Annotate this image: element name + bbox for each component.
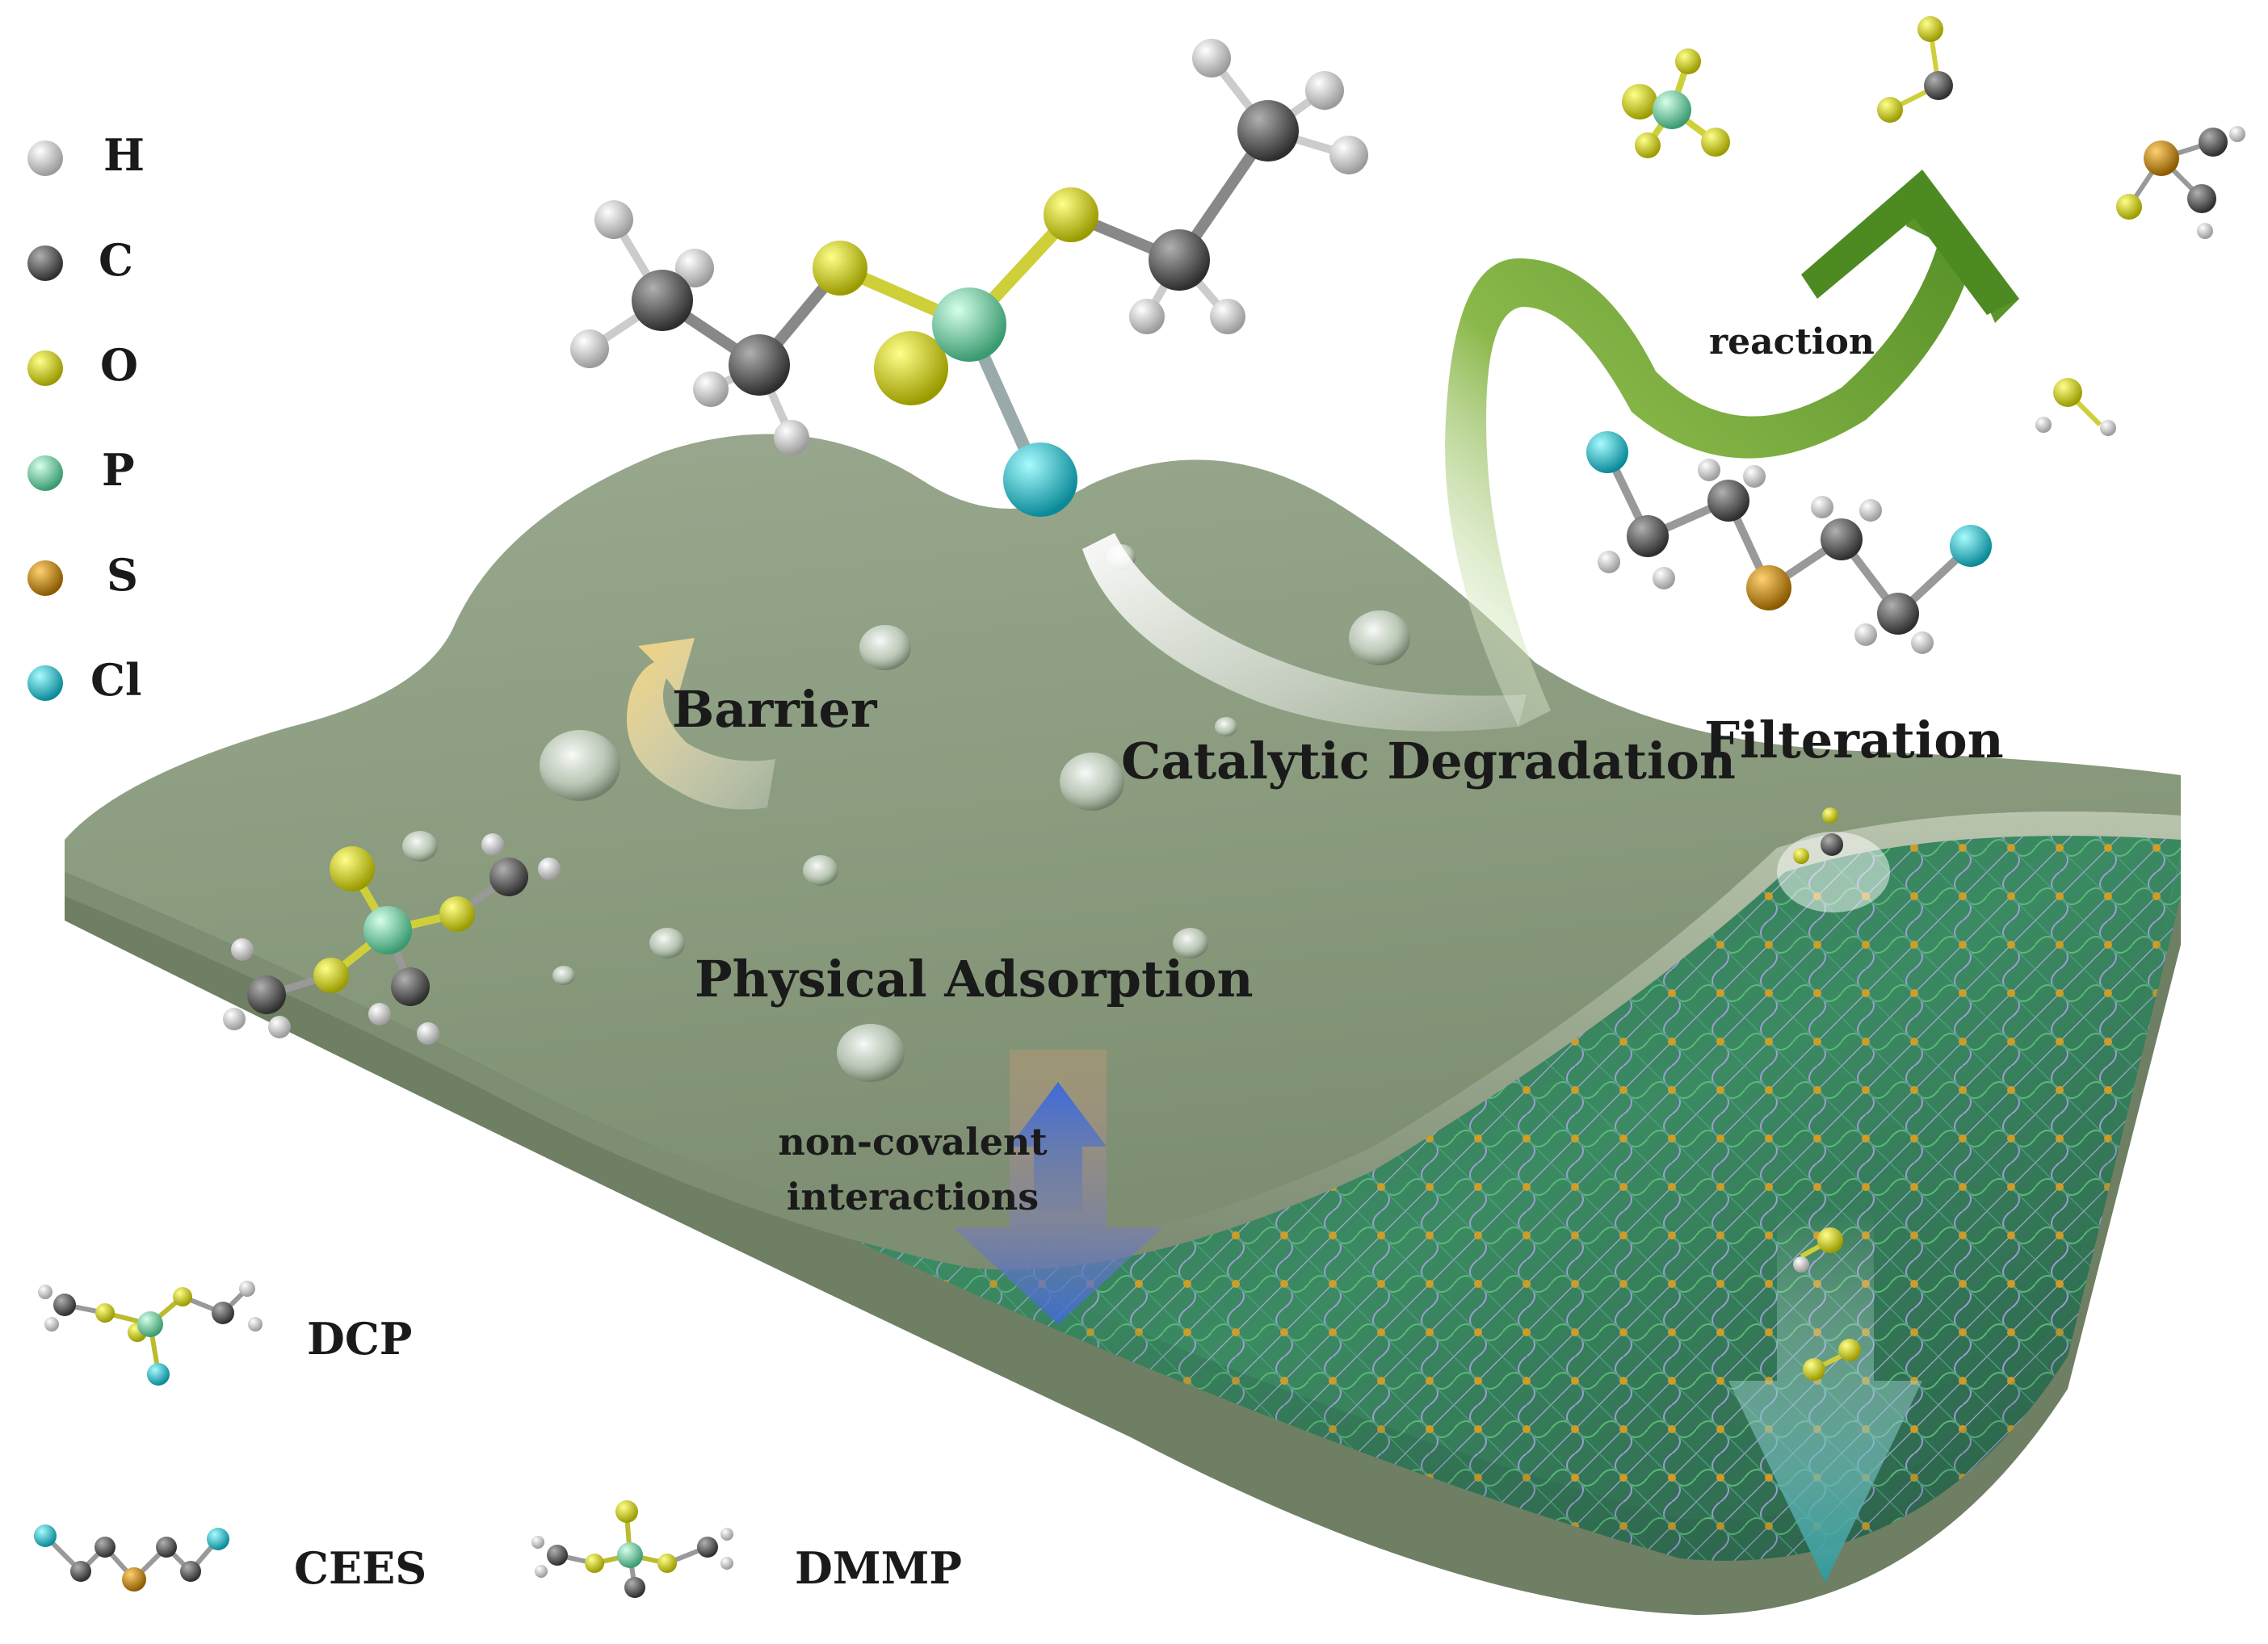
droplet bbox=[649, 928, 685, 958]
legend-p-atom bbox=[27, 455, 63, 491]
catalytic-arrow bbox=[1082, 533, 1527, 732]
legend-label-o: O bbox=[100, 339, 139, 391]
noncovalent-line2: interactions bbox=[786, 1175, 1040, 1218]
legend-label-s: S bbox=[107, 549, 138, 601]
legend-label-h: H bbox=[103, 129, 145, 181]
barrier-arrow bbox=[627, 638, 775, 810]
reaction-products bbox=[1622, 16, 2245, 436]
droplet bbox=[837, 1024, 905, 1082]
legend-c-atom bbox=[27, 245, 63, 281]
legend-h-atom bbox=[27, 140, 63, 176]
filtration-label: Filteration bbox=[1704, 711, 2004, 770]
dcp-molecule-large bbox=[570, 39, 1368, 517]
cees-label: CEES bbox=[294, 1542, 427, 1594]
legend-label-p: P bbox=[102, 444, 135, 496]
dmmp-label: DMMP bbox=[795, 1542, 962, 1594]
physical-adsorption-label: Physical Adsorption bbox=[695, 950, 1254, 1009]
legend-cl-atom bbox=[27, 665, 63, 701]
noncovalent-line1: non-covalent bbox=[778, 1120, 1048, 1164]
legend-dmmp-molecule bbox=[531, 1500, 733, 1598]
legend-label-c: C bbox=[99, 234, 133, 286]
filtration-down-arrow bbox=[1728, 1211, 1922, 1583]
legend-dcp-molecule bbox=[38, 1281, 262, 1386]
noncovalent-up-arrow bbox=[1010, 1082, 1107, 1211]
membrane-top-layer bbox=[65, 434, 2181, 1246]
legend-o-atom bbox=[27, 350, 63, 386]
dmmp-molecule-surface bbox=[223, 833, 561, 1045]
dcp-label: DCP bbox=[307, 1313, 413, 1365]
reaction-arrow bbox=[1445, 186, 2019, 727]
legend-label-cl: Cl bbox=[90, 654, 142, 706]
droplet bbox=[1173, 928, 1208, 958]
droplet bbox=[803, 855, 838, 886]
droplet bbox=[859, 625, 911, 670]
filtration-products bbox=[1793, 807, 1861, 1381]
droplet bbox=[1349, 610, 1410, 665]
droplet bbox=[1215, 717, 1237, 736]
legend-cees-molecule bbox=[34, 1524, 229, 1592]
cees-molecule-large bbox=[1586, 431, 1992, 654]
droplet bbox=[1060, 753, 1124, 811]
atom-legend bbox=[27, 140, 63, 701]
droplet bbox=[540, 730, 620, 801]
catalytic-degradation-label: Catalytic Degradation bbox=[1121, 732, 1736, 791]
barrier-label: Barrier bbox=[672, 680, 877, 739]
reaction-label: reaction bbox=[1709, 321, 1875, 363]
droplet bbox=[552, 966, 575, 985]
droplet bbox=[402, 831, 438, 862]
noncovalent-label: non-covalent interactions bbox=[743, 1114, 1082, 1224]
legend-s-atom bbox=[27, 560, 63, 596]
